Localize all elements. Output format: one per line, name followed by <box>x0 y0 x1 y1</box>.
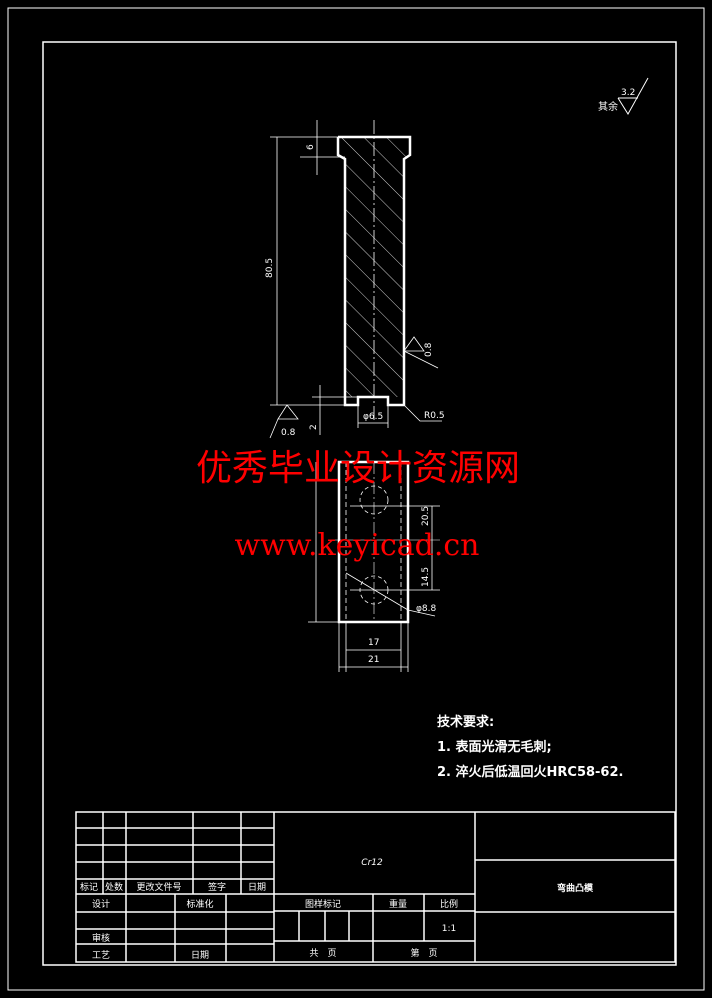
dim-lower: 14.5 <box>421 567 431 587</box>
standardization-label: 标准化 <box>186 898 213 910</box>
date-label: 日期 <box>191 950 209 961</box>
inner-frame <box>42 41 677 966</box>
total-sheets: 共 页 <box>309 948 336 959</box>
part-name: 弯曲凸模 <box>557 882 594 894</box>
roughness-side-icon <box>403 336 425 352</box>
sheet-number: 第 页 <box>410 947 437 959</box>
dim-hole: φ8.8 <box>416 604 437 614</box>
tech-requirements: 技术要求: 1. 表面光滑无毛刺; 2. 淬火后低温回火HRC58-62. <box>437 714 623 780</box>
dim-head: 6 <box>306 144 316 150</box>
dim-inner-width: 17 <box>368 638 379 648</box>
outer-frame <box>7 7 705 991</box>
dim-total-height: 80.5 <box>265 258 275 278</box>
dim-width: 21 <box>368 655 379 665</box>
dim-radius: R0.5 <box>424 411 445 421</box>
review-label: 审核 <box>92 932 110 944</box>
watermark-title: 优秀毕业设计资源网 <box>196 448 520 489</box>
tech-requirement-item: 2. 淬火后低温回火HRC58-62. <box>437 764 623 780</box>
roughness-note-label: 其余 <box>598 100 618 113</box>
weight-label: 重量 <box>389 898 407 910</box>
punch-outline <box>336 135 412 407</box>
watermark-url: www.keyicad.cn <box>234 528 479 563</box>
roughness-bottom: 0.8 <box>281 428 296 438</box>
header-mark: 标记 <box>80 881 98 893</box>
tech-requirements-title: 技术要求: <box>437 714 494 730</box>
header-signature: 签字 <box>208 881 226 893</box>
header-count: 处数 <box>105 881 123 893</box>
side-view: 20.5 14.5 φ8.8 17 21 <box>308 460 440 672</box>
scale-label: 比例 <box>440 898 458 910</box>
roughness-side: 0.8 <box>424 342 434 357</box>
dim-relief-dia: φ6.5 <box>363 412 383 422</box>
scale-value: 1:1 <box>442 924 456 934</box>
tech-requirement-item: 1. 表面光滑无毛刺; <box>437 739 552 755</box>
header-change-doc: 更改文件号 <box>136 881 181 893</box>
material: Cr12 <box>361 858 383 868</box>
roughness-bottom-icon <box>277 404 299 420</box>
drawing-mark-label: 图样标记 <box>305 898 341 910</box>
dim-upper: 20.5 <box>421 506 431 526</box>
process-label: 工艺 <box>92 950 110 961</box>
title-block-text: 标记 处数 更改文件号 签字 日期 设计 标准化 审核 工艺 日期 Cr12 图… <box>80 858 594 961</box>
design-label: 设计 <box>92 898 110 910</box>
title-block <box>75 811 676 963</box>
roughness-note-value: 3.2 <box>621 88 635 98</box>
roughness-note: 其余 3.2 <box>598 77 649 115</box>
front-view: 80.5 6 2 φ6.5 R0.5 0.8 0.8 <box>265 120 445 439</box>
roughness-symbol-icon <box>617 77 649 115</box>
header-date: 日期 <box>248 882 266 893</box>
dim-relief: 2 <box>309 424 319 430</box>
